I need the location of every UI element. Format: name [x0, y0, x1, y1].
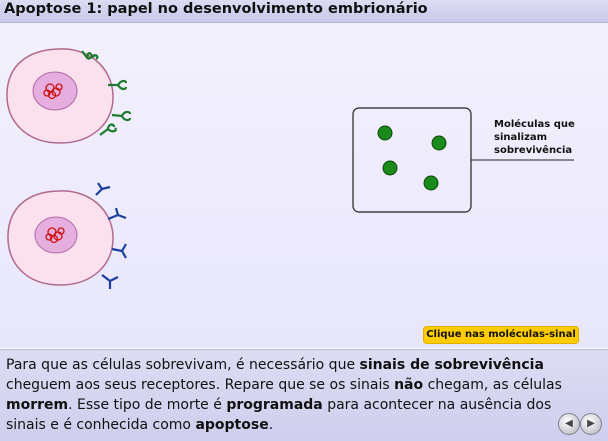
- prev-arrow-icon: ◀: [565, 418, 573, 429]
- explanation-text: Para que as células sobrevivam, é necess…: [6, 355, 566, 435]
- molecule-label: Moléculas que sinalizam sobrevivência: [494, 118, 594, 157]
- explanation-emphasis: não: [394, 377, 424, 393]
- page-title: Apoptose 1: papel no desenvolvimento emb…: [4, 1, 428, 17]
- cell-with-blue-receptors: [7, 182, 127, 289]
- prev-button[interactable]: ◀: [558, 413, 580, 435]
- signal-molecules-button[interactable]: Clique nas moléculas-sinal: [423, 326, 579, 344]
- footer-panel: Para que as células sobrevivam, é necess…: [0, 349, 608, 441]
- nucleus: [32, 71, 78, 111]
- animation-stage: Moléculas que sinalizam sobrevivência Cl…: [0, 23, 608, 348]
- next-button[interactable]: ▶: [580, 413, 602, 435]
- explanation-emphasis: morrem: [6, 397, 69, 413]
- next-arrow-icon: ▶: [587, 418, 595, 429]
- nucleus: [34, 216, 78, 254]
- chromatin-icon: [43, 83, 63, 100]
- explanation-segment: . Esse tipo de morte é: [68, 397, 227, 413]
- explanation-emphasis: programada: [226, 397, 323, 413]
- title-bar: Apoptose 1: papel no desenvolvimento emb…: [0, 0, 608, 23]
- explanation-emphasis: sinais de sobrevivência: [359, 357, 544, 373]
- cells-illustration: [6, 48, 574, 289]
- signal-molecules-box[interactable]: [352, 107, 472, 213]
- explanation-emphasis: apoptose: [195, 417, 269, 433]
- signal-molecule[interactable]: [382, 160, 398, 176]
- chromatin-icon: [45, 227, 65, 244]
- molecule-label-line: sinalizam: [494, 132, 548, 143]
- molecule-label-line: Moléculas que: [494, 119, 575, 130]
- cell-with-green-receptors: [6, 48, 132, 144]
- receptor-icon: [81, 50, 132, 136]
- explanation-segment: cheguem aos seus receptores. Repare que …: [6, 377, 395, 393]
- molecule-label-line: sobrevivência: [494, 145, 573, 156]
- explanation-segment: .: [268, 417, 274, 433]
- explanation-segment: para acontecer na ausência dos sinais e …: [6, 397, 552, 433]
- signal-molecule[interactable]: [431, 135, 447, 151]
- signal-molecule[interactable]: [423, 175, 439, 191]
- receptor-icon: [95, 182, 127, 289]
- signal-molecule[interactable]: [377, 125, 393, 141]
- explanation-segment: Para que as células sobrevivam, é necess…: [6, 357, 360, 373]
- navigation-controls: ◀ ▶: [558, 411, 604, 437]
- explanation-segment: chegam, as células: [423, 377, 562, 393]
